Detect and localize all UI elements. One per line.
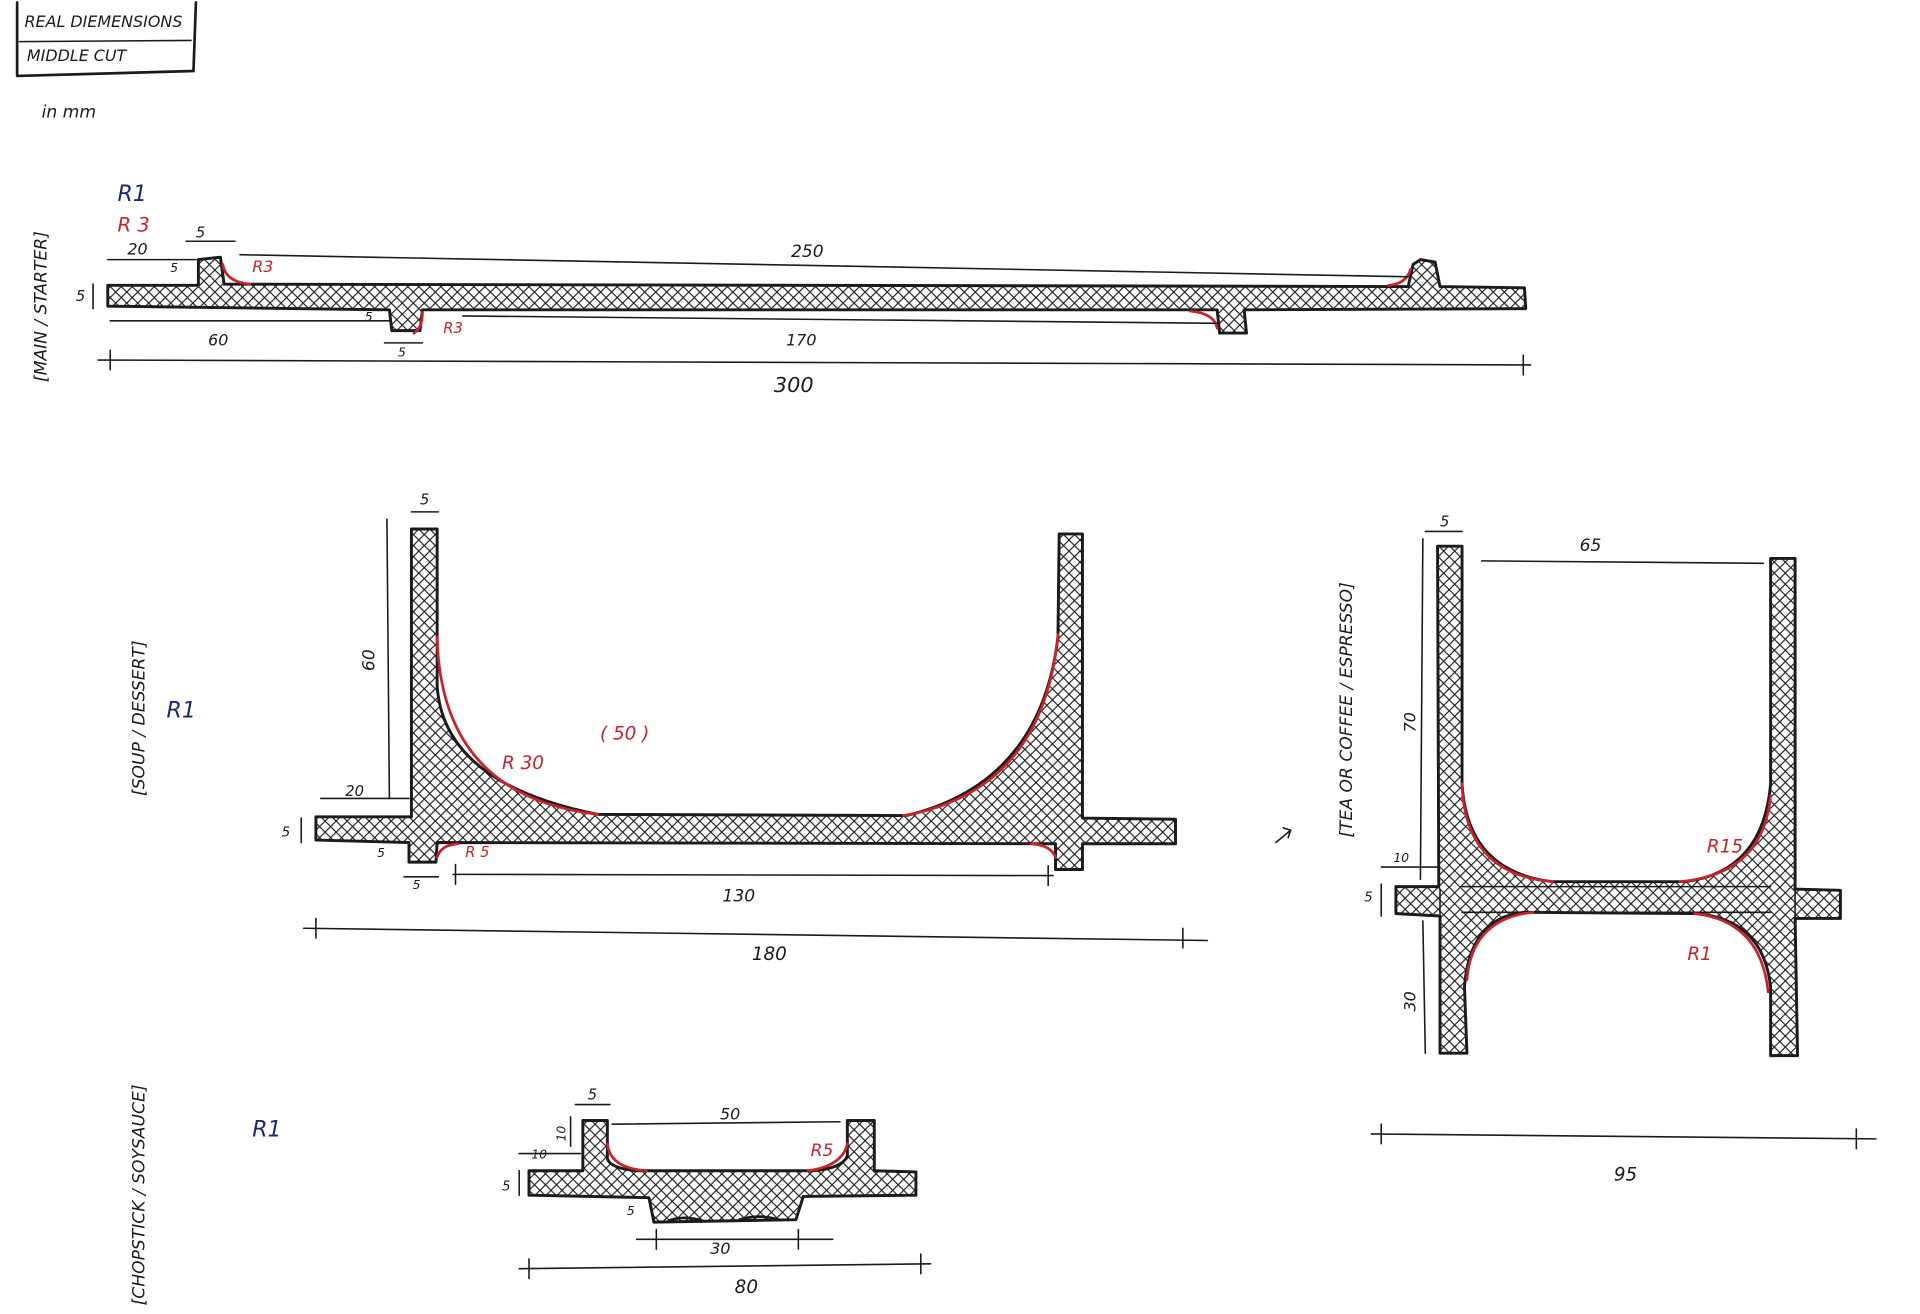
dim-tea-r1: R1 <box>1687 944 1711 965</box>
dim-soup-180: 180 <box>752 944 787 965</box>
chopstick-rest-profile <box>527 1119 918 1224</box>
dim-main-5b: 5 <box>170 261 178 275</box>
main-starter-section: [MAIN / STARTER] R1 R 3 20 5 5 R3 250 5 … <box>32 182 1532 397</box>
dim-main-250: 250 <box>791 242 824 262</box>
dim-chop-5-left: 5 <box>502 1178 511 1194</box>
dim-soup-r5: R 5 <box>465 844 489 861</box>
dim-main-60: 60 <box>208 330 228 349</box>
dim-soup-5-top: 5 <box>420 492 429 509</box>
soup-dessert-section: [SOUP / DESSERT] R1 5 60 R 30 ( 50 ) 20 … <box>129 492 1209 965</box>
dim-chop-10b: 10 <box>531 1147 547 1161</box>
dim-soup-50: ( 50 ) <box>600 724 649 745</box>
soup-dessert-label: [SOUP / DESSERT] <box>129 640 149 796</box>
tea-fillet-r1-left <box>1465 910 1535 982</box>
dim-soup-r30: R 30 <box>502 753 544 774</box>
tea-coffee-label: [TEA OR COFFEE / ESPRESSO] <box>1337 582 1357 837</box>
soup-dessert-note-r1: R1 <box>167 699 196 724</box>
dim-main-300: 300 <box>774 373 814 397</box>
dim-tea-30: 30 <box>1401 991 1420 1011</box>
dim-tea-95: 95 <box>1614 1165 1637 1186</box>
chopstick-groove-marks <box>667 1215 781 1223</box>
dim-main-r3-top: R3 <box>252 257 273 276</box>
main-starter-label: [MAIN / STARTER] <box>32 231 52 382</box>
title-block: REAL DIEMENSIONS MIDDLE CUT in mm <box>15 1 198 123</box>
tea-coffee-section: [TEA OR COFFEE / ESPRESSO] 5 65 70 10 5 … <box>1337 514 1877 1186</box>
tea-cup-inner-lines <box>1439 885 1796 920</box>
dim-tea-70: 70 <box>1401 712 1420 732</box>
title-line-2: MIDDLE CUT <box>27 46 128 65</box>
dim-main-5-under: 5 <box>365 310 373 324</box>
chopstick-label: [CHOPSTICK / SOYSAUCE] <box>129 1084 149 1305</box>
tea-fillet-r15-left <box>1460 782 1554 884</box>
soup-fillet-r30-right <box>902 632 1060 817</box>
dim-soup-5-left: 5 <box>282 824 291 840</box>
dim-chop-30: 30 <box>710 1239 730 1258</box>
main-fillet-top-left <box>221 263 252 286</box>
dim-chop-50: 50 <box>720 1104 740 1123</box>
chopstick-note-r1: R1 <box>252 1117 281 1142</box>
dim-chop-r5: R5 <box>811 1141 834 1161</box>
main-fillet-bottom-left <box>412 310 424 335</box>
soup-fillet-r5-left <box>435 842 460 859</box>
dim-soup-5-under: 5 <box>377 846 385 860</box>
dim-chop-10a: 10 <box>555 1126 569 1142</box>
chopstick-section: [CHOPSTICK / SOYSAUCE] R1 5 50 10 10 R5 … <box>129 1084 932 1305</box>
units-note: in mm <box>42 103 96 123</box>
main-starter-note-r1: R1 <box>118 182 147 207</box>
dim-main-r3-bottom: R3 <box>443 320 463 337</box>
dim-tea-5-left: 5 <box>1364 889 1373 905</box>
main-starter-note-r3: R 3 <box>118 213 150 236</box>
soup-fillet-r5-right <box>1029 842 1057 859</box>
dim-soup-60: 60 <box>360 649 380 671</box>
dim-soup-130: 130 <box>722 886 755 906</box>
dim-chop-5-under: 5 <box>627 1204 635 1218</box>
dim-tea-65: 65 <box>1580 536 1602 556</box>
chopstick-fillet-right <box>806 1142 849 1173</box>
dim-main-20: 20 <box>127 240 147 259</box>
main-plate-profile <box>106 255 1528 335</box>
tea-fillet-r1-right <box>1693 912 1770 994</box>
tea-cup-profile <box>1394 544 1842 1058</box>
title-line-1: REAL DIEMENSIONS <box>24 12 182 31</box>
dim-chop-80: 80 <box>735 1277 758 1298</box>
dim-soup-20: 20 <box>345 783 364 800</box>
dim-tea-r15: R15 <box>1707 836 1743 857</box>
dim-main-170: 170 <box>786 330 816 349</box>
dim-main-5-left: 5 <box>76 288 85 305</box>
stray-arrow-mark <box>1275 827 1292 844</box>
soup-fillet-r30-left <box>435 635 599 816</box>
chopstick-fillet-left <box>606 1142 648 1173</box>
dim-tea-10: 10 <box>1393 851 1409 865</box>
dim-soup-5-bottom: 5 <box>413 878 421 892</box>
tea-fillet-r15-right <box>1678 794 1772 884</box>
main-fillet-top-right <box>1387 268 1412 287</box>
dim-main-5-bottom: 5 <box>398 345 406 359</box>
dim-tea-5-top: 5 <box>1440 514 1449 531</box>
soup-bowl-profile <box>314 527 1177 871</box>
main-fillet-bottom-right <box>1188 309 1219 330</box>
dim-chop-5-top: 5 <box>588 1087 597 1104</box>
dim-main-5a: 5 <box>196 225 205 242</box>
